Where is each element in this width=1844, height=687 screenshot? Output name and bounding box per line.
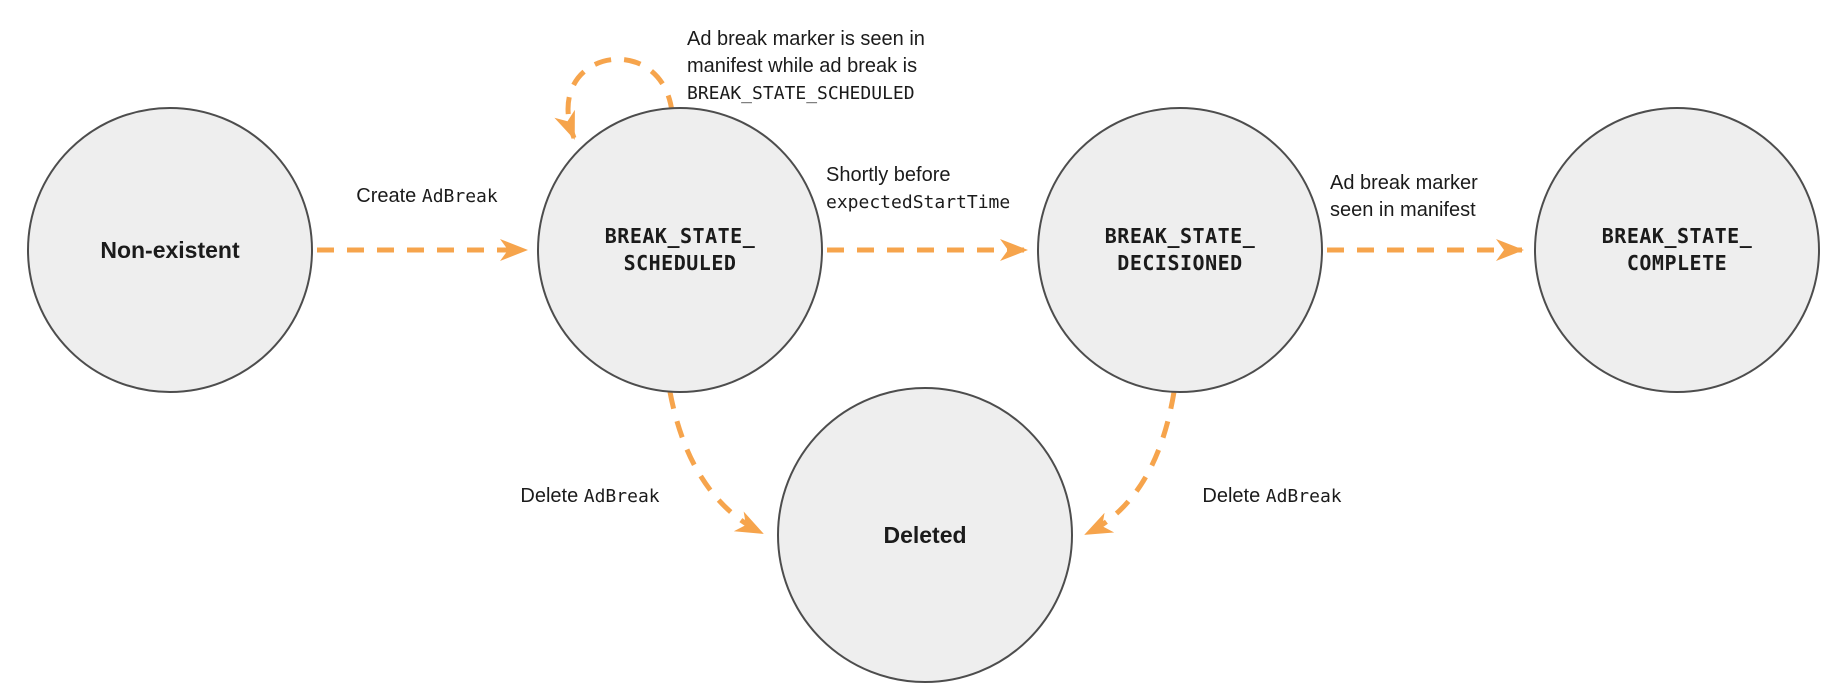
state-label-break-state-scheduled: BREAK_STATE_ SCHEDULED [604, 224, 756, 275]
state-node-non-existent: Non-existent [27, 107, 313, 393]
edge-self-loop-scheduled [554, 56, 675, 140]
state-label-break-state-decisioned: BREAK_STATE_ DECISIONED [1104, 224, 1256, 275]
state-node-break-state-decisioned: BREAK_STATE_ DECISIONED [1037, 107, 1323, 393]
state-node-deleted: Deleted [777, 387, 1073, 683]
state-label-non-existent: Non-existent [100, 236, 240, 263]
edge-label-marker-seen: Ad break marker seen in manifest [1330, 172, 1478, 221]
state-node-break-state-scheduled: BREAK_STATE_ SCHEDULED [537, 107, 823, 393]
edge-label-shortly-before: Shortly before expectedStartTime [826, 164, 1011, 213]
edge-delete-right [1084, 391, 1177, 537]
state-label-deleted: Deleted [883, 521, 967, 548]
edge-label-delete-adbreak-left: Delete AdBreak [520, 485, 660, 507]
edge-label-self-loop: Ad break marker is seen in manifest whil… [687, 28, 925, 104]
state-label-break-state-complete: BREAK_STATE_ COMPLETE [1601, 224, 1753, 275]
edge-label-create-adbreak: Create AdBreak [356, 185, 498, 207]
state-node-break-state-complete: BREAK_STATE_ COMPLETE [1534, 107, 1820, 393]
edge-delete-left [667, 391, 764, 536]
edge-label-delete-adbreak-right: Delete AdBreak [1202, 485, 1342, 507]
